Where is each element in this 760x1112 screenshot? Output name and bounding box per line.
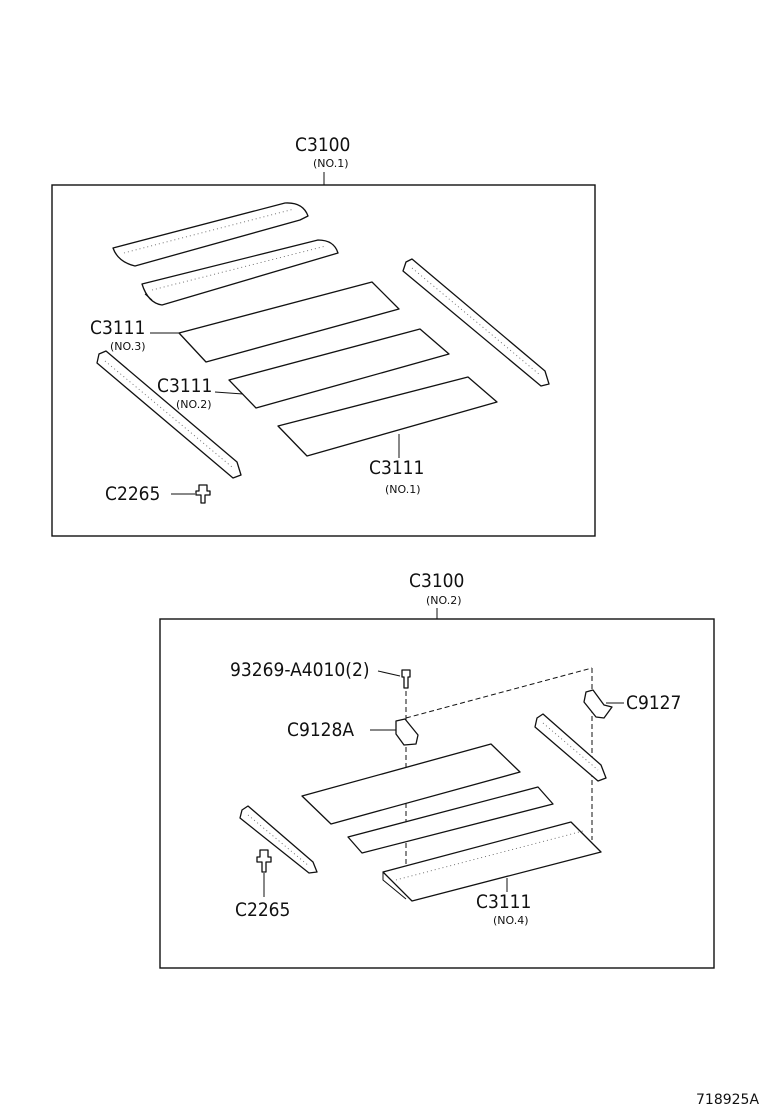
callout-c3111-no2-sub: (NO.2) [176, 398, 212, 411]
sheet-c3111-no4 [382, 821, 602, 902]
callout-c3111-no4-sub: (NO.4) [493, 914, 529, 927]
roof-panel-top [112, 202, 309, 267]
side-rail-right [402, 258, 550, 387]
roof-panel-second [141, 239, 339, 306]
side-rail-left-g2 [239, 805, 318, 874]
group2-label: C3100 [409, 570, 464, 592]
callout-c9128a: C9128A [287, 719, 354, 741]
diagram-code: 718925A [696, 1092, 759, 1108]
side-rail-left [96, 350, 242, 479]
sheet-c3111-no3 [178, 281, 400, 363]
callout-c3111-no1-sub: (NO.1) [385, 483, 421, 496]
callout-c3111-no1: C3111 [369, 457, 424, 479]
bolt-icon [401, 669, 411, 689]
side-rail-right-g2 [534, 713, 607, 782]
callout-c3111-no3-sub: (NO.3) [110, 340, 146, 353]
group1-sub: (NO.1) [313, 157, 349, 170]
group1-label: C3100 [295, 134, 350, 156]
group2-sub: (NO.2) [426, 594, 462, 607]
sheet-upper-g2 [301, 743, 521, 825]
callout-c2265-g1: C2265 [105, 483, 160, 505]
sheet-c3111-no2 [228, 328, 450, 409]
ref-line-top [405, 667, 593, 719]
sheet-c3111-no1 [277, 376, 498, 457]
group1-frame [51, 184, 596, 537]
callout-c3111-no2: C3111 [157, 375, 212, 397]
sheet-middle-g2 [347, 786, 554, 854]
callout-c9127: C9127 [626, 692, 681, 714]
bracket-c9127-icon [583, 689, 613, 719]
clip-c2265-g2-icon [256, 849, 272, 873]
callout-bolt: 93269-A4010(2) [230, 659, 370, 681]
callout-c2265-g2: C2265 [235, 899, 290, 921]
callout-c3111-no4: C3111 [476, 891, 531, 913]
group2-frame [159, 618, 715, 969]
clip-c2265-icon [195, 484, 211, 504]
callout-c3111-no3: C3111 [90, 317, 145, 339]
bracket-c9128a-icon [395, 718, 419, 746]
